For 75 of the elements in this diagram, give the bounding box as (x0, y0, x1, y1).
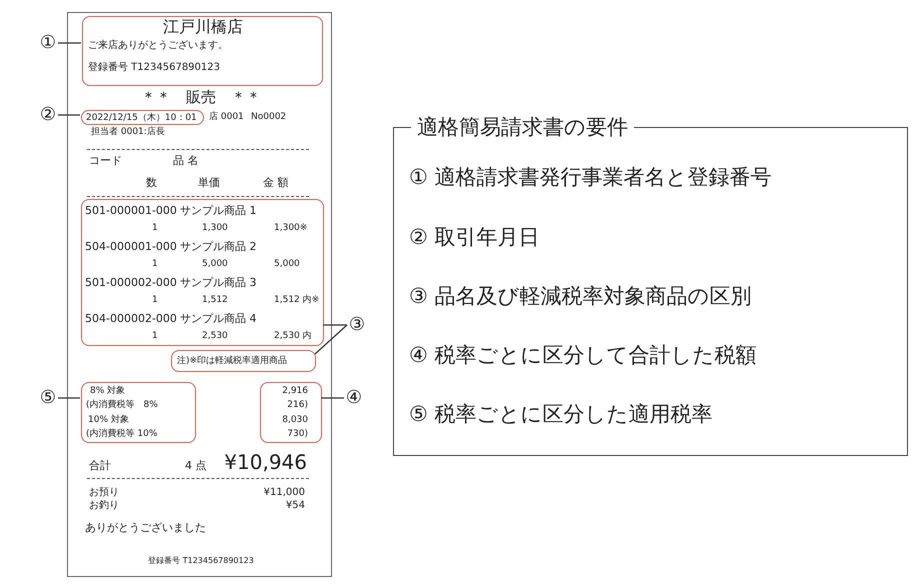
receipt-text: 1,300 (202, 223, 228, 234)
receipt-text: 数 (146, 177, 157, 190)
receipt-text: 216) (287, 400, 308, 410)
receipt-text: 担当者 0001:店長 (91, 127, 165, 138)
receipt-text: 1 (152, 331, 158, 342)
receipt-text: ¥10,946 (224, 451, 307, 474)
receipt-text: 店 0001 (209, 112, 244, 122)
receipt-text: 金 額 (263, 177, 288, 190)
receipt-paper (67, 12, 332, 577)
leader-line (58, 114, 80, 116)
receipt-text: 1,512 (202, 295, 228, 306)
receipt-text: (内消費税等 8% (86, 400, 158, 410)
receipt-text: 登録番号 T1234567890123 (148, 556, 254, 566)
receipt-text: サンプル商品 2 (180, 241, 256, 254)
receipt-text: 504-000002-000 (85, 313, 177, 326)
receipt-text: 1,300※ (274, 223, 308, 234)
receipt-text: 2022/12/15（木）10：01 (86, 113, 197, 124)
receipt-text: サンプル商品 1 (180, 205, 256, 218)
receipt-text: 2,530 内 (274, 331, 312, 342)
receipt-text: 5,000 (202, 259, 228, 270)
receipt-text: ¥11,000 (264, 487, 305, 498)
callout-number: ④ (343, 387, 365, 409)
receipt-text: 登録番号 T1234567890123 (88, 62, 220, 74)
receipt-text: 1,512 内※ (274, 295, 320, 306)
receipt-text: サンプル商品 3 (180, 277, 256, 290)
receipt-text: 4 点 (185, 460, 206, 473)
requirement-item: ⑤ 税率ごとに区分した適用税率 (409, 402, 713, 426)
requirement-item: ④ 税率ごとに区分して合計した税額 (409, 343, 757, 368)
receipt-text: 単価 (198, 177, 220, 190)
receipt-text: お釣り (89, 500, 119, 512)
leader-line (58, 42, 81, 44)
receipt-text: 501-000001-000 (85, 205, 177, 218)
receipt-text: 730) (287, 429, 308, 440)
highlight-frame (81, 382, 196, 443)
receipt-text: 1 (152, 259, 158, 270)
receipt-text: ご来店ありがとうございます。 (88, 40, 228, 52)
receipt-text: 江戸川橋店 (163, 18, 243, 36)
highlight-frame (260, 382, 322, 443)
receipt-text: 2,530 (202, 331, 228, 342)
requirement-item: ① 適格請求書発行事業者名と登録番号 (409, 165, 772, 190)
receipt-text: お預り (89, 487, 119, 498)
highlight-frame (82, 16, 323, 86)
receipt-text: (内消費税等 10% (86, 429, 158, 440)
receipt-text: 10% 対象 (88, 415, 129, 426)
receipt-text: ありがとうございました (85, 522, 206, 535)
leader-line (321, 397, 344, 399)
callout-number: ② (37, 104, 59, 126)
leader-line (314, 324, 348, 354)
callout-number: ③ (346, 314, 368, 336)
receipt-text: 8% 対象 (90, 386, 126, 396)
receipt-text: 合計 (89, 460, 111, 473)
receipt-text: 504-000001-000 (85, 241, 177, 254)
highlight-frame (81, 199, 324, 346)
requirement-item: ③ 品名及び軽減税率対象商品の区別 (409, 284, 752, 308)
receipt-text: 1 (152, 295, 158, 306)
receipt-text: サンプル商品 4 (180, 313, 256, 326)
receipt-text: 501-000002-000 (85, 277, 177, 290)
highlight-frame (81, 110, 204, 125)
receipt-text: 8,030 (282, 415, 308, 426)
receipt-text: 1 (152, 223, 158, 234)
receipt-text: コード (89, 155, 122, 168)
receipt-text: ＊＊ 販売 ＊＊ (141, 89, 261, 106)
panel-title: 適格簡易請求書の要件 (411, 115, 634, 140)
receipt-text: ¥54 (286, 500, 305, 512)
receipt-text: No0002 (251, 112, 286, 122)
leader-line (323, 324, 347, 326)
receipt-text: 5,000 (274, 259, 300, 270)
receipt-text: 注)※印は軽減税率適用商品 (177, 356, 288, 366)
callout-number: ① (37, 32, 59, 54)
requirement-item: ② 取引年月日 (409, 225, 540, 250)
receipt-text: 2,916 (282, 386, 308, 396)
highlight-frame (171, 350, 316, 372)
leader-line (58, 397, 80, 399)
callout-number: ⑤ (37, 387, 59, 409)
receipt-text: 品 名 (173, 155, 198, 168)
